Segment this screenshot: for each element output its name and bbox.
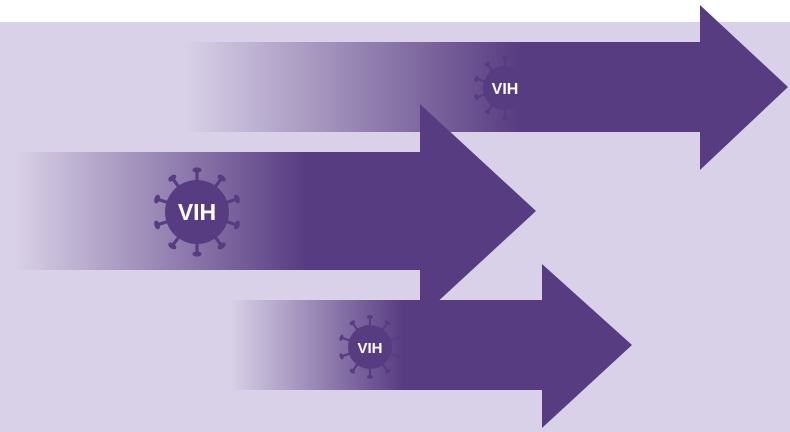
virus-spike-knob — [396, 353, 401, 360]
virus-spike-knob — [217, 174, 226, 182]
virus-spike-knob — [217, 242, 226, 250]
virus-spike-knob — [484, 61, 491, 67]
virus-spike-knob — [484, 109, 491, 115]
virus-spike-knob — [366, 315, 374, 319]
arrow-bottom-shape — [230, 264, 632, 428]
virus-spike-knob — [519, 61, 526, 67]
virus-label-middle: VIH — [178, 199, 216, 225]
virus-spike-knob — [339, 353, 344, 360]
virus-label-top: VIH — [492, 81, 519, 98]
virus-spike-knob — [519, 109, 526, 115]
virus-icon — [339, 315, 401, 379]
arrow-bottom: VIH — [230, 264, 632, 428]
arrow-middle-shape — [15, 104, 536, 318]
virus-spike-knob — [474, 94, 479, 101]
arrow-middle: VIH — [15, 104, 536, 318]
virus-spike-knob — [234, 220, 240, 230]
virus-spike-knob — [168, 242, 177, 250]
virus-spike-knob — [474, 75, 479, 82]
virus-spike-knob — [234, 194, 240, 204]
virus-spike-knob — [192, 167, 202, 173]
virus-spike-knob — [384, 368, 391, 374]
virus-spike-knob — [154, 194, 160, 204]
virus-body — [483, 66, 527, 110]
virus-spike-knob — [349, 368, 356, 374]
virus-spike-knob — [339, 334, 344, 341]
virus-body — [348, 325, 392, 369]
virus-spike-knob — [501, 56, 509, 60]
virus-spike-knob — [168, 174, 177, 182]
virus-spike-knob — [154, 220, 160, 230]
virus-icon — [474, 56, 536, 120]
virus-label-bottom: VIH — [357, 340, 382, 357]
virus-spike-knob — [531, 94, 536, 101]
virus-spike-knob — [366, 375, 374, 379]
virus-body — [165, 180, 229, 244]
virus-spike-knob — [192, 251, 202, 257]
virus-spike-knob — [384, 320, 391, 326]
virus-spike-knob — [531, 75, 536, 82]
virus-spike-knob — [501, 116, 509, 120]
virus-spike-knob — [396, 334, 401, 341]
virus-spike-knob — [349, 320, 356, 326]
arrow-top: VIH — [185, 5, 788, 170]
virus-icon — [154, 167, 240, 257]
